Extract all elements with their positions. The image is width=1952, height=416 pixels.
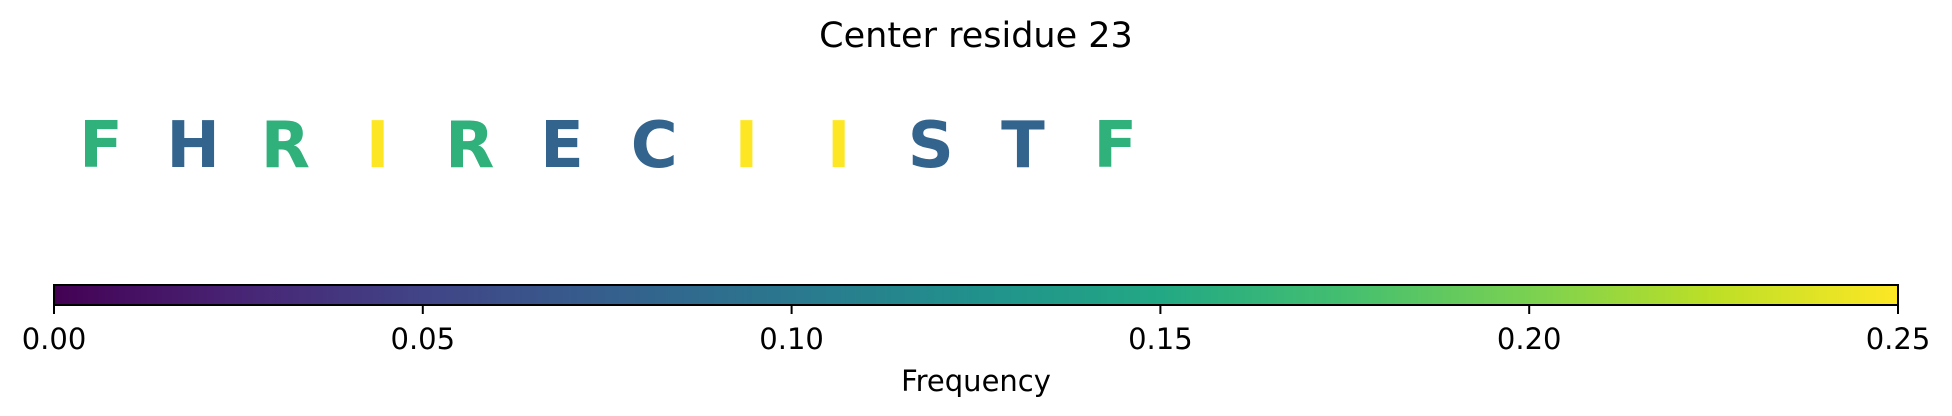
residue-letter: I: [366, 109, 390, 183]
colorbar-tick-label: 0.25: [1866, 322, 1931, 356]
colorbar-tick-label: 0.05: [391, 322, 456, 356]
residue-letter: R: [261, 109, 310, 183]
colorbar-gradient: [53, 284, 1899, 306]
residue-letter: T: [1001, 109, 1045, 183]
chart-title: Center residue 23: [819, 16, 1133, 56]
residue-letter: F: [1093, 109, 1137, 183]
residue-letter: E: [540, 109, 584, 183]
residue-letter: F: [79, 109, 123, 183]
colorbar-tick-label: 0.20: [1497, 322, 1562, 356]
residue-letter: C: [631, 109, 678, 183]
colorbar-ticks: 0.00 0.05 0.10 0.15 0.20 0.25: [22, 305, 1931, 356]
residue-letter: I: [734, 109, 758, 183]
colorbar-label: Frequency: [901, 364, 1051, 398]
colorbar-tick-label: 0.00: [22, 322, 87, 356]
residue-letter: I: [827, 109, 851, 183]
residue-letter: R: [445, 109, 494, 183]
residue-letter: H: [166, 109, 220, 183]
colorbar: 0.00 0.05 0.10 0.15 0.20 0.25: [22, 284, 1931, 356]
residue-letter: S: [908, 109, 954, 183]
colorbar-tick-label: 0.10: [759, 322, 824, 356]
colorbar-tick-label: 0.15: [1128, 322, 1193, 356]
